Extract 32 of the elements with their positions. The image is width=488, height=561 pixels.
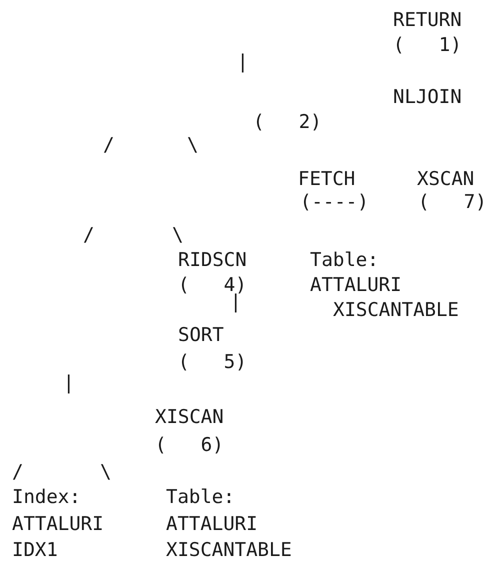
plan-text: ( 2) — [253, 113, 322, 132]
plan-text: SORT — [178, 326, 224, 345]
plan-text: FETCH — [298, 170, 356, 189]
branch-line-glyph: | — [230, 293, 242, 312]
branch-line-glyph: \ — [172, 226, 184, 245]
plan-text: NLJOIN — [393, 88, 462, 107]
plan-text: (----) — [300, 193, 369, 212]
plan-text: ATTALURI — [166, 515, 258, 534]
plan-text: Table: — [166, 488, 235, 507]
plan-text: XISCANTABLE — [333, 301, 459, 320]
branch-line-glyph: \ — [187, 136, 198, 155]
branch-line-glyph: / — [12, 463, 24, 482]
plan-text: XISCAN — [155, 408, 224, 427]
branch-line-glyph: / — [103, 136, 114, 155]
plan-text: Table: — [310, 251, 379, 270]
plan-text: RIDSCN — [178, 251, 247, 270]
branch-line-glyph: / — [83, 226, 94, 245]
plan-text: ( 5) — [178, 353, 247, 372]
plan-text: XSCAN — [417, 170, 474, 189]
branch-line-glyph: | — [63, 374, 74, 393]
plan-text: ( 6) — [155, 436, 224, 455]
plan-text: XISCANTABLE — [166, 541, 292, 560]
plan-text: ( 1) — [393, 36, 462, 55]
plan-text: RETURN — [393, 11, 462, 30]
plan-text: ( 4) — [178, 276, 247, 295]
plan-text: ATTALURI — [12, 515, 104, 534]
plan-text: IDX1 — [12, 541, 58, 560]
plan-text: ATTALURI — [310, 276, 402, 295]
branch-line-glyph: \ — [100, 463, 112, 482]
plan-text: ( 7) — [418, 193, 487, 212]
plan-text: Index: — [12, 488, 81, 507]
branch-line-glyph: | — [237, 53, 248, 72]
